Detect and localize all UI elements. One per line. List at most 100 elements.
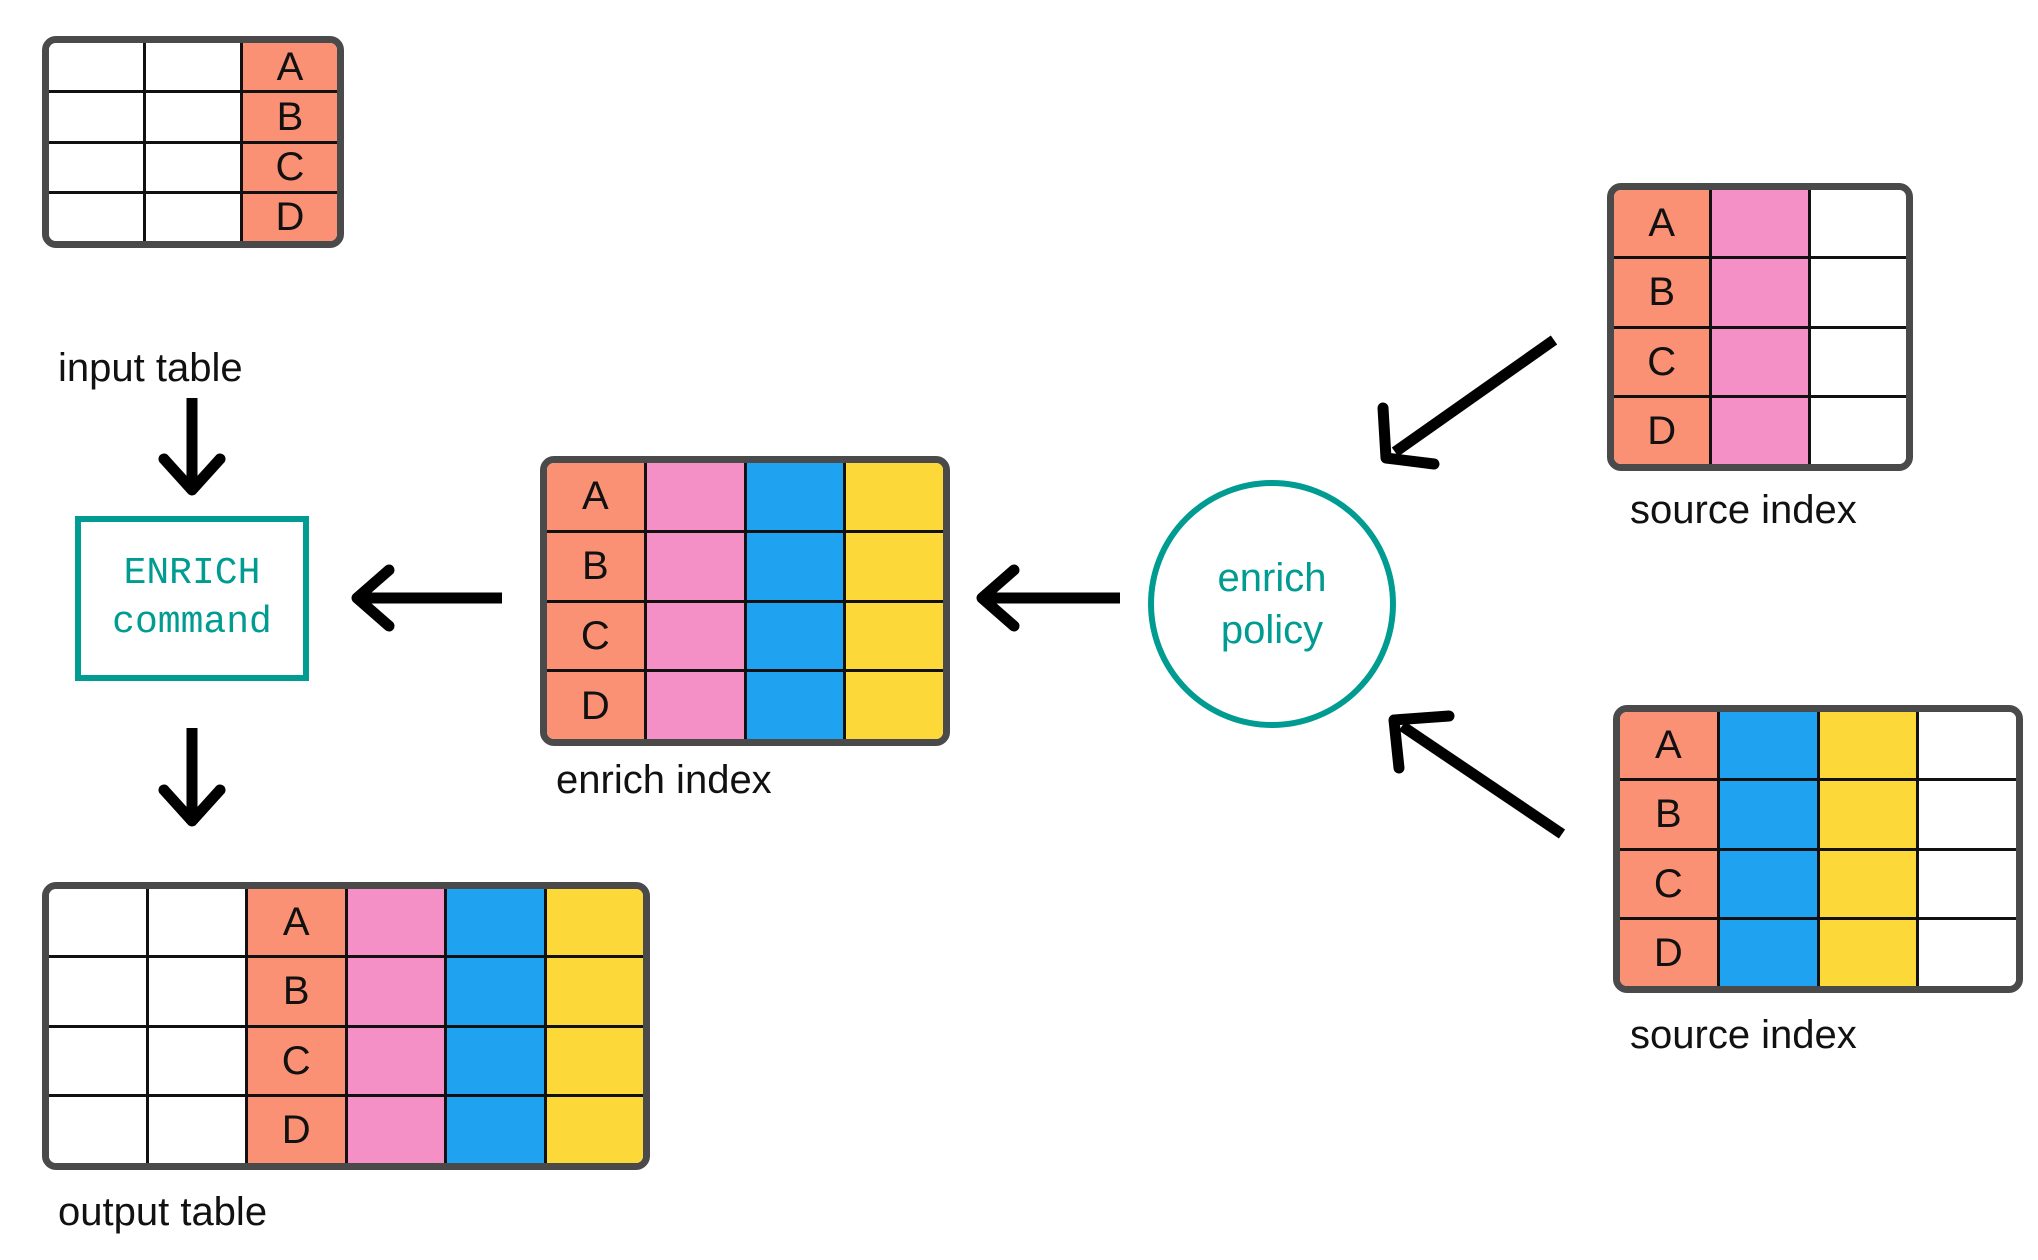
input-table-cell: [49, 193, 143, 241]
source-index-top-cell: [1709, 190, 1808, 257]
output-table-cell: [543, 889, 643, 956]
input-table-key-cell: C: [240, 143, 337, 191]
enrich-index-cell: [743, 463, 844, 530]
table-row: D: [1620, 916, 2016, 986]
input-table-key-cell: B: [240, 93, 337, 141]
source-index-bottom-cell: [1816, 850, 1917, 917]
input-table-cell: [143, 193, 240, 241]
table-row: C: [1620, 847, 2016, 917]
table-row: B: [1614, 256, 1906, 326]
table-row: C: [1614, 325, 1906, 395]
table-row: D: [49, 1093, 643, 1163]
arrow-source-top-to-policy-icon: [1377, 335, 1558, 470]
enrich-index-key-cell: A: [547, 463, 644, 530]
output-table-cell: [543, 1027, 643, 1094]
source-index-top-cell: [1807, 190, 1906, 257]
input-table-cell: [143, 143, 240, 191]
source-index-top-table: A B C D: [1607, 183, 1913, 471]
output-table-key-cell: C: [245, 1027, 345, 1094]
output-table-cell: [444, 889, 544, 956]
arrow-enrich-index-to-command-icon: [351, 564, 502, 632]
output-table-cell: [344, 1027, 444, 1094]
source-index-top-key-cell: B: [1614, 259, 1710, 326]
source-index-bottom-key-cell: A: [1620, 712, 1717, 779]
source-index-top-cell: [1709, 259, 1808, 326]
source-index-bottom-cell: [1716, 781, 1817, 848]
enrich-index-cell: [843, 463, 943, 530]
output-table-cell: [344, 1096, 444, 1163]
table-row: A: [547, 463, 943, 530]
table-row: B: [1620, 778, 2016, 848]
output-table-cell: [344, 958, 444, 1025]
enrich-index-cell: [843, 672, 943, 739]
source-index-top-cell: [1807, 397, 1906, 464]
enrich-command-line2: command: [112, 600, 272, 644]
output-table-cell: [444, 958, 544, 1025]
enrich-index-key-cell: B: [547, 532, 644, 600]
output-table-cell: [145, 958, 245, 1025]
table-row: A: [49, 43, 337, 91]
source-index-bottom-cell: [1716, 850, 1817, 917]
source-index-bottom-cell: [1716, 919, 1817, 986]
output-table-cell: [344, 889, 444, 956]
table-row: C: [49, 140, 337, 191]
input-table-key-cell: A: [240, 43, 337, 91]
source-index-top-cell: [1709, 328, 1808, 395]
table-row: D: [547, 669, 943, 739]
output-table-key-cell: D: [245, 1096, 345, 1163]
source-index-top-caption: source index: [1630, 488, 1857, 532]
source-index-bottom-cell: [1716, 712, 1817, 779]
source-index-top-key-cell: A: [1614, 190, 1710, 257]
source-index-top-cell: [1807, 328, 1906, 395]
output-table-cell: [145, 1096, 245, 1163]
enrich-index-cell: [643, 463, 744, 530]
source-index-bottom-table: A B C D: [1613, 705, 2023, 993]
arrow-policy-to-enrich-index-icon: [976, 564, 1120, 632]
table-row: B: [49, 955, 643, 1025]
table-row: C: [49, 1024, 643, 1094]
table-row: A: [49, 889, 643, 956]
output-table-cell: [145, 889, 245, 956]
input-table-cell: [49, 93, 143, 141]
enrich-policy-line2: policy: [1220, 608, 1324, 652]
enrich-command-line1: ENRICH: [123, 551, 261, 595]
source-index-bottom-cell: [1916, 919, 2016, 986]
output-table-key-cell: A: [245, 889, 345, 956]
output-table-cell: [444, 1096, 544, 1163]
enrich-index-cell: [743, 532, 844, 600]
enrich-index-cell: [643, 602, 744, 670]
source-index-bottom-cell: [1816, 919, 1917, 986]
enrich-index-caption: enrich index: [556, 758, 772, 802]
enrich-index-cell: [743, 602, 844, 670]
output-table: A B C D: [42, 882, 650, 1170]
table-row: B: [547, 529, 943, 600]
source-index-bottom-cell: [1816, 781, 1917, 848]
table-row: C: [547, 599, 943, 670]
table-row: D: [1614, 394, 1906, 464]
input-table: A B C D: [42, 36, 344, 248]
output-table-key-cell: B: [245, 958, 345, 1025]
source-index-bottom-key-cell: D: [1620, 919, 1717, 986]
enrich-policy-node[interactable]: enrich policy: [1148, 480, 1396, 728]
input-table-cell: [49, 143, 143, 191]
table-row: A: [1620, 712, 2016, 779]
input-table-caption: input table: [58, 346, 243, 390]
output-table-cell: [49, 958, 146, 1025]
arrow-input-to-command-icon: [158, 398, 226, 496]
enrich-index-cell: [743, 672, 844, 739]
source-index-bottom-cell: [1916, 850, 2016, 917]
input-table-cell: [49, 43, 143, 91]
enrich-command-box[interactable]: ENRICH command: [75, 516, 309, 681]
source-index-bottom-key-cell: B: [1620, 781, 1717, 848]
source-index-bottom-cell: [1916, 781, 2016, 848]
enrich-policy-line1: enrich: [1217, 556, 1327, 600]
output-table-cell: [444, 1027, 544, 1094]
enrich-index-cell: [643, 532, 744, 600]
enrich-index-cell: [843, 532, 943, 600]
enrich-index-key-cell: D: [547, 672, 644, 739]
source-index-bottom-cell: [1916, 712, 2016, 779]
enrich-index-key-cell: C: [547, 602, 644, 670]
source-index-top-key-cell: C: [1614, 328, 1710, 395]
enrich-index-cell: [843, 602, 943, 670]
enrich-index-table: A B C D: [540, 456, 950, 746]
